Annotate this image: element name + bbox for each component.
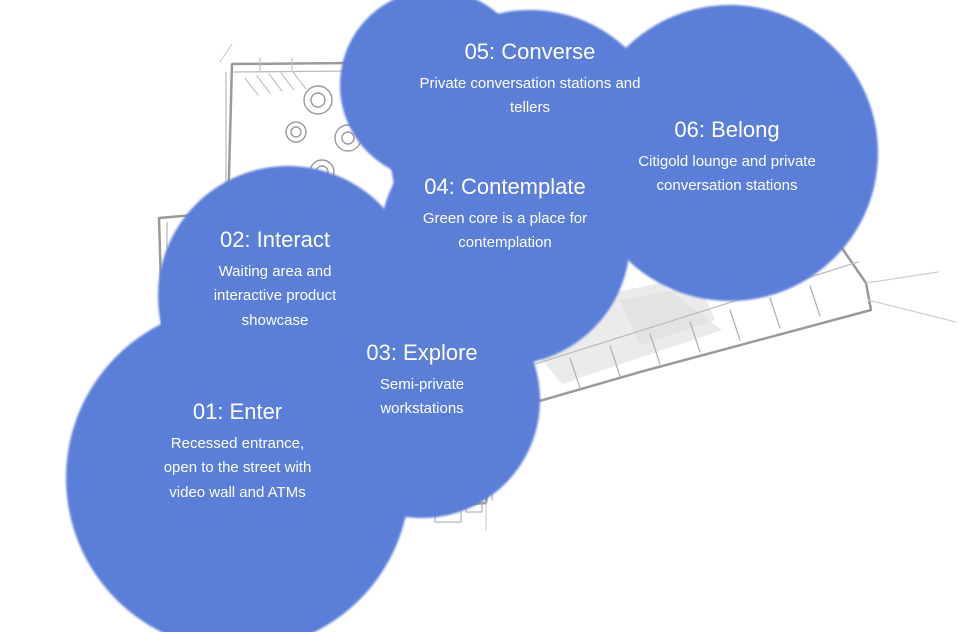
zone-title: 02: Interact [219, 227, 331, 252]
floorplan-hatching [244, 57, 307, 96]
zone-description: Recessed entrance, open to the street wi… [163, 434, 312, 502]
zone-label-enter: 01: Enter Recessed entrance, open to the… [155, 398, 320, 506]
zone-label-converse: 05: Converse Private conversation statio… [405, 38, 655, 121]
zone-title: 05: Converse [464, 39, 596, 64]
zone-label-explore: 03: Explore Semi-private workstations [357, 339, 487, 422]
zone-title: 01: Enter [192, 399, 283, 424]
zone-circle-enter [66, 306, 410, 632]
zone-circle-belong [582, 5, 878, 301]
zone-title: 06: Belong [674, 117, 780, 142]
zone-title: 04: Contemplate [424, 174, 586, 199]
zone-description: Private conversation stations and teller… [419, 74, 641, 117]
zone-label-interact: 02: Interact Waiting area and interactiv… [200, 226, 350, 334]
zone-description: Citigold lounge and private conversation… [638, 152, 816, 195]
zone-label-belong: 06: Belong Citigold lounge and private c… [617, 116, 837, 199]
zone-title: 03: Explore [366, 340, 478, 365]
zone-description: Semi-private workstations [379, 375, 465, 418]
floorplan-stairs [529, 285, 821, 401]
zone-description: Waiting area and interactive product sho… [213, 262, 337, 330]
zone-label-contemplate: 04: Contemplate Green core is a place fo… [410, 173, 600, 256]
zone-description: Green core is a place for contemplation [422, 209, 588, 252]
